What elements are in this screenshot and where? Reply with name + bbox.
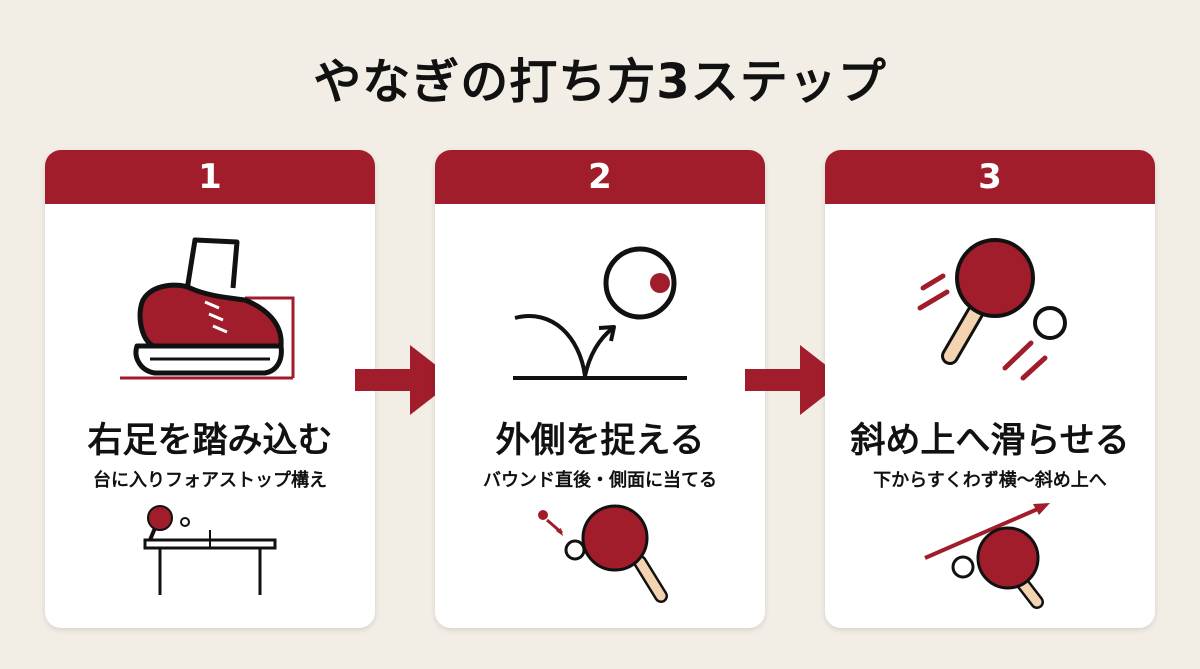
bouncing-ball-icon xyxy=(513,246,687,380)
arrow-right-icon xyxy=(355,345,455,415)
step-card-1: 1 右足を踏み込む 台に入りフォアストップ構え xyxy=(45,150,375,628)
step-number: 1 xyxy=(45,150,375,204)
paddle-hit-ball-icon xyxy=(538,504,668,603)
step-number: 3 xyxy=(825,150,1155,204)
page-title: やなぎの打ち方3ステップ xyxy=(313,54,887,110)
step-number: 2 xyxy=(435,150,765,204)
step-subtitle: 下からすくわず横〜斜め上へ xyxy=(873,470,1107,491)
step-card-2: 2 外側を捉える バウンド直後・側面に当てる xyxy=(435,150,765,628)
paddle-upward-swing-icon xyxy=(924,503,1050,609)
step-title: 右足を踏み込む xyxy=(87,421,333,461)
ping-pong-table-icon xyxy=(143,505,277,595)
sneaker-icon xyxy=(120,237,295,380)
swinging-paddle-icon xyxy=(917,238,1067,381)
arrow-right-icon xyxy=(745,345,845,415)
step-subtitle: バウンド直後・側面に当てる xyxy=(483,470,717,491)
step-title: 斜め上へ滑らせる xyxy=(850,421,1130,461)
step-title: 外側を捉える xyxy=(495,421,705,461)
step-subtitle: 台に入りフォアストップ構え xyxy=(93,470,327,491)
step-card-3: 3 斜め上へ滑らせる 下からすくわず横〜斜め上へ xyxy=(825,150,1155,628)
